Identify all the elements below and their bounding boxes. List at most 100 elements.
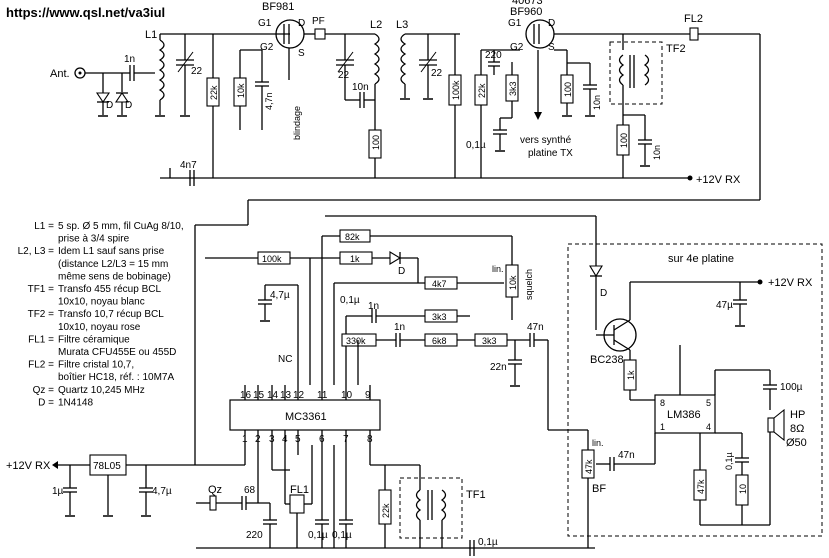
speaker-hp	[767, 417, 775, 433]
svg-text:1: 1	[660, 422, 665, 432]
svg-text:22k: 22k	[209, 85, 219, 100]
coil-l2	[373, 33, 380, 85]
svg-text:FL1: FL1	[290, 484, 309, 496]
svg-text:22k: 22k	[381, 503, 391, 518]
svg-text:lin.: lin.	[492, 264, 504, 274]
svg-text:22n: 22n	[490, 362, 507, 373]
svg-text:220: 220	[485, 50, 502, 61]
svg-text:3k3: 3k3	[432, 312, 447, 322]
svg-text:G2: G2	[510, 42, 524, 53]
svg-text:1n: 1n	[394, 322, 405, 333]
coil-l3-label: L3	[396, 19, 408, 31]
legend-line: (distance L2/L3 = 15 mm	[58, 259, 168, 270]
mc3361-pin-top: 14	[267, 390, 279, 401]
legend-line: 10x10, noyau rose	[58, 322, 141, 333]
svg-text:0,1µ: 0,1µ	[478, 537, 498, 548]
mc3361-pin-bottom: 3	[269, 434, 275, 445]
legend-line: Filtre cristal 10,7,	[58, 360, 134, 371]
mosfet1-name: BF981	[262, 1, 294, 13]
svg-text:47µ: 47µ	[716, 300, 733, 311]
mc3361-pin-bottom: 5	[295, 434, 301, 445]
mosfet2-name: BF960	[510, 6, 542, 18]
mc3361-pin-top: 10	[341, 390, 353, 401]
svg-text:68: 68	[244, 485, 256, 496]
squelch-diode	[389, 251, 402, 265]
protection-diode-1	[95, 92, 111, 103]
legend-label: L1 =	[34, 221, 54, 232]
svg-text:4: 4	[706, 422, 711, 432]
diode-label-a: D	[106, 100, 113, 111]
coil-l2-label: L2	[370, 19, 382, 31]
svg-text:6k8: 6k8	[432, 336, 447, 346]
mc3361-pin-top: 11	[317, 390, 328, 401]
trimmer-1-label: 22	[191, 66, 203, 77]
coil-l1	[158, 39, 165, 101]
audio-board-outline	[567, 243, 823, 537]
svg-text:8Ω: 8Ω	[790, 423, 804, 435]
legend-label: D =	[38, 397, 54, 408]
coil-l3	[400, 33, 407, 85]
svg-text:HP: HP	[790, 409, 805, 421]
front-end-supply: +12V RX	[696, 174, 741, 186]
legend-line: 1N4148	[58, 397, 93, 408]
legend-line: Idem L1 sauf sans prise	[58, 246, 165, 257]
legend-label: TF2 =	[28, 309, 55, 320]
trimmer-2-label: 22	[338, 70, 350, 81]
tf1-secondary	[440, 489, 447, 521]
diode-label-b: D	[125, 100, 132, 111]
svg-text:47n: 47n	[618, 450, 635, 461]
svg-text:220: 220	[246, 530, 263, 541]
ic-lm386	[654, 394, 716, 434]
legend-line: même sens de bobinage)	[58, 271, 171, 282]
svg-text:1µ: 1µ	[52, 486, 64, 497]
legend-line: boîtier HC18, réf. : 10M7A	[58, 372, 174, 383]
legend-line: Murata CFU455E ou 455D	[58, 347, 176, 358]
legend-label: Qz =	[33, 385, 55, 396]
svg-text:10k: 10k	[236, 83, 246, 98]
svg-text:lin.: lin.	[592, 438, 604, 448]
mc3361-pin-bottom: 1	[242, 434, 248, 445]
svg-text:1n: 1n	[368, 301, 379, 312]
svg-text:0,1µ: 0,1µ	[332, 530, 352, 541]
svg-text:0,1µ: 0,1µ	[724, 452, 734, 470]
svg-text:82k: 82k	[345, 232, 360, 242]
svg-text:78L05: 78L05	[93, 461, 121, 472]
svg-text:100k: 100k	[262, 254, 282, 264]
legend-label: TF1 =	[28, 284, 55, 295]
svg-text:4,7µ: 4,7µ	[152, 486, 172, 497]
svg-text:100: 100	[371, 135, 381, 150]
audio-supply: +12V RX	[768, 277, 813, 289]
svg-text:47n: 47n	[527, 322, 544, 333]
mc3361-pin-bottom: 7	[343, 434, 349, 445]
svg-text:10n: 10n	[352, 82, 369, 93]
source-url: https://www.qsl.net/va3iul	[6, 5, 165, 20]
svg-text:100: 100	[563, 82, 573, 97]
audio-board-title: sur 4e platine	[668, 253, 734, 265]
svg-text:1k: 1k	[626, 370, 636, 380]
tf1-label: TF1	[466, 489, 486, 501]
svg-text:D: D	[548, 18, 555, 29]
svg-text:47k: 47k	[584, 459, 594, 474]
transistor-label: BC238	[590, 354, 624, 366]
svg-text:4n7: 4n7	[180, 160, 197, 171]
audio-diode	[589, 265, 603, 278]
svg-text:D: D	[298, 18, 305, 29]
legend-line: Filtre céramique	[58, 334, 130, 345]
ic-mc3361-label: MC3361	[285, 411, 327, 423]
legend-line: prise à 3/4 spire	[58, 234, 130, 245]
mc3361-pin-bottom: 4	[282, 434, 288, 445]
svg-text:5: 5	[706, 398, 711, 408]
mc3361-pin-bottom: 2	[255, 434, 261, 445]
svg-text:Ø50: Ø50	[786, 437, 807, 449]
quartz-qz	[209, 495, 217, 511]
synth-label-2: platine TX	[528, 148, 573, 159]
mc3361-pin-top: 13	[280, 390, 292, 401]
mc3361-pin-top: 15	[253, 390, 265, 401]
svg-text:8: 8	[660, 398, 665, 408]
svg-text:BF: BF	[592, 483, 606, 495]
svg-text:40673: 40673	[512, 0, 543, 7]
svg-text:100µ: 100µ	[780, 382, 803, 393]
svg-text:4,7n: 4,7n	[264, 92, 274, 110]
